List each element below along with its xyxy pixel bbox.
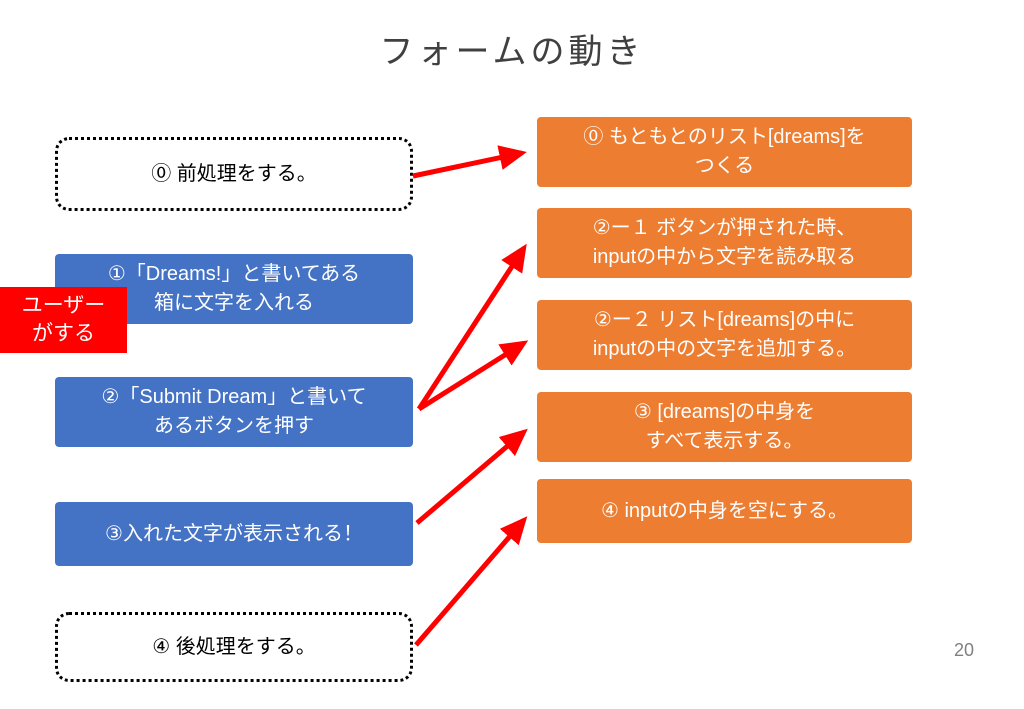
right-box-show-all: ③ [dreams]の中身を すべて表示する。	[537, 392, 912, 462]
right-box-append-list-line2: inputの中の文字を追加する。	[592, 338, 857, 360]
user-action-label: ユーザー がする	[0, 287, 127, 353]
right-box-make-list-line2: つくる	[694, 155, 755, 177]
right-box-read-input-line2: inputの中から文字を読み取る	[592, 246, 857, 268]
right-box-read-input: ②ー１ ボタンが押された時、 inputの中から文字を読み取る	[537, 208, 912, 278]
left-box-postprocess: ④ 後処理をする。	[55, 612, 413, 682]
left-box-step3: ③入れた文字が表示される！	[55, 502, 413, 566]
right-box-append-list: ②ー２ リスト[dreams]の中に inputの中の文字を追加する。	[537, 300, 912, 370]
user-action-label-line2: がする	[32, 322, 95, 345]
right-box-make-list-line1: ⓪ もともとのリスト[dreams]を	[583, 126, 866, 148]
right-box-read-input-line1: ②ー１ ボタンが押された時、	[592, 217, 857, 239]
left-box-step1-line2: 箱に文字を入れる	[154, 292, 314, 314]
right-box-clear-input: ④ inputの中身を空にする。	[537, 479, 912, 543]
left-box-step3-text: ③入れた文字が表示される！	[105, 522, 363, 545]
left-box-step1-line1: ①「Dreams!」と書いてある	[107, 263, 361, 285]
left-box-step2-line1: ②「Submit Dream」と書いて	[101, 386, 367, 408]
left-box-step2: ②「Submit Dream」と書いて あるボタンを押す	[55, 377, 413, 447]
arrow-postprocess-to-clear-input	[414, 516, 528, 647]
right-box-append-list-line1: ②ー２ リスト[dreams]の中に	[593, 309, 856, 331]
right-box-make-list: ⓪ もともとのリスト[dreams]を つくる	[537, 117, 912, 187]
right-box-show-all-line2: すべて表示する。	[645, 430, 804, 452]
page-number: 20	[953, 640, 974, 660]
user-action-label-line1: ユーザー	[21, 293, 106, 317]
right-box-clear-input-text: ④ inputの中身を空にする。	[600, 499, 849, 522]
arrow-step3-to-show-all	[415, 428, 528, 525]
right-box-show-all-line1: ③ [dreams]の中身を	[633, 401, 816, 423]
left-box-preprocess: ⓪ 前処理をする。	[55, 137, 413, 211]
left-box-postprocess-text: ④ 後処理をする。	[152, 635, 316, 658]
arrow-step2-to-append-list	[417, 340, 529, 412]
left-box-preprocess-text: ⓪ 前処理をする。	[151, 162, 317, 185]
page-title: フォームの動き	[379, 33, 645, 71]
arrow-step2-to-read-input	[416, 243, 527, 411]
arrow-preprocess-to-make-list	[412, 145, 527, 179]
left-box-step2-line2: あるボタンを押す	[154, 415, 314, 437]
